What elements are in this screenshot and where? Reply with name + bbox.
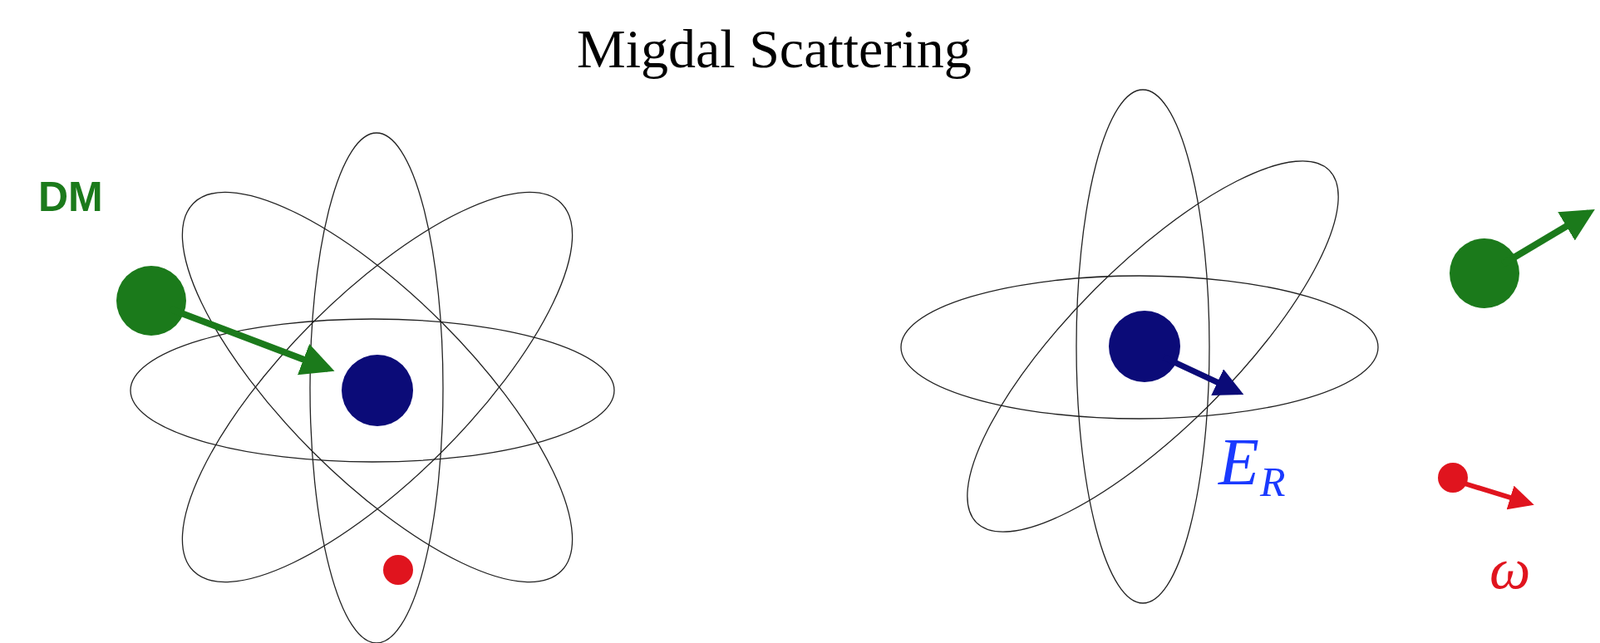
recoil-arrow bbox=[1163, 357, 1239, 393]
energy-symbol: E bbox=[1218, 428, 1260, 496]
dark-matter-particle bbox=[1449, 238, 1520, 309]
energy-label: ω bbox=[1489, 540, 1531, 599]
outgoing-arrow bbox=[1502, 212, 1590, 265]
electron-arrow bbox=[1464, 483, 1530, 504]
nucleus bbox=[341, 354, 414, 427]
title: Migdal Scattering bbox=[576, 21, 972, 77]
ejected-electron bbox=[1437, 462, 1468, 493]
particle-label: DM bbox=[38, 176, 104, 218]
recoil-nucleus bbox=[1108, 310, 1181, 383]
right-atom-orbits bbox=[900, 89, 1387, 604]
incoming-arrow bbox=[170, 309, 329, 370]
electron bbox=[383, 555, 414, 586]
dark-matter-particle bbox=[116, 265, 187, 336]
left-atom-orbits bbox=[128, 132, 626, 643]
energy-subscript: R bbox=[1260, 461, 1286, 503]
